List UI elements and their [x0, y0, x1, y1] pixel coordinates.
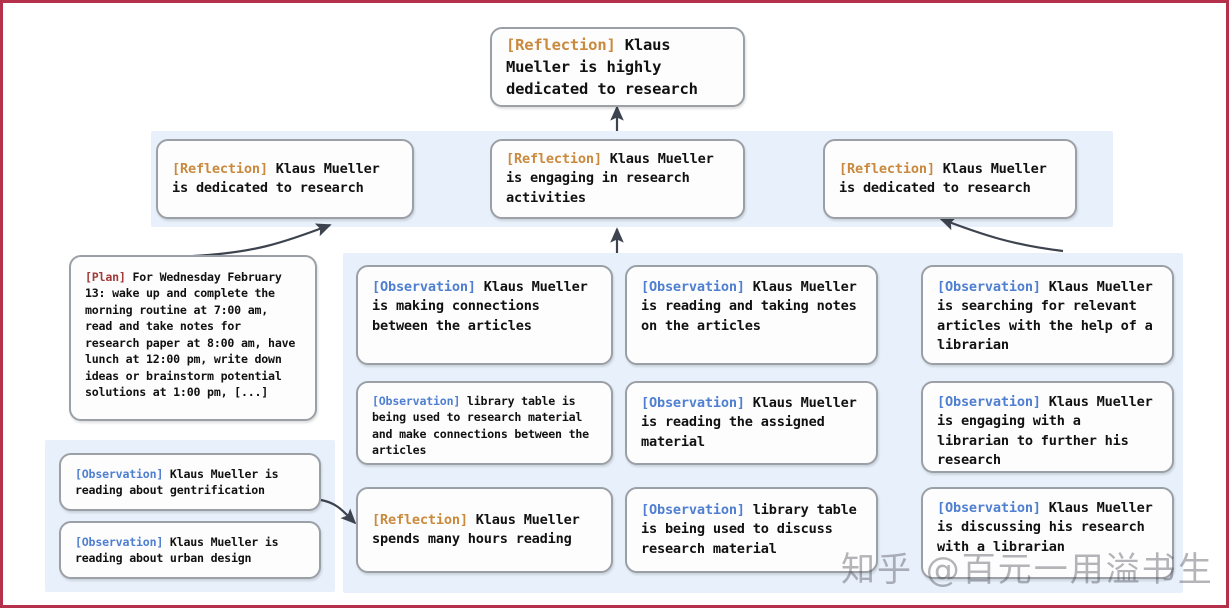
node-body: Klaus Mueller spends many hours reading	[372, 511, 580, 547]
node-col3-observation-3[interactable]: [Observation] Klaus Mueller is discussin…	[921, 487, 1174, 579]
node-text: [Observation] Klaus Mueller is reading a…	[641, 278, 862, 336]
node-body: Klaus Mueller is engaging in research ac…	[506, 151, 714, 206]
node-body: library table is being used to research …	[372, 394, 589, 458]
observation-tag: [Observation]	[372, 394, 461, 408]
reflection-tag: [Reflection]	[506, 36, 616, 54]
node-body: Klaus Mueller is dedicated to research	[839, 160, 1047, 196]
node-text: [Reflection] Klaus Mueller is dedicated …	[172, 160, 398, 199]
node-text: [Observation] library table is being use…	[372, 393, 597, 459]
node-col2-observation-3[interactable]: [Observation] library table is being use…	[625, 487, 878, 573]
node-text: [Observation] Klaus Mueller is making co…	[372, 278, 597, 336]
node-body: Klaus Mueller is engaging with a librari…	[937, 394, 1153, 468]
node-reflection-1[interactable]: [Reflection] Klaus Mueller is dedicated …	[156, 139, 414, 219]
node-reflection-2[interactable]: [Reflection] Klaus Mueller is engaging i…	[490, 139, 745, 219]
node-text: [Reflection] Klaus Mueller spends many h…	[372, 511, 597, 550]
observation-tag: [Observation]	[641, 395, 745, 412]
observation-tag: [Observation]	[75, 534, 164, 549]
node-body: Klaus Mueller is reading the assigned ma…	[641, 395, 857, 450]
node-left-observation-2[interactable]: [Observation] Klaus Mueller is reading a…	[59, 521, 321, 579]
node-body: For Wednesday February 13: wake up and c…	[85, 270, 296, 400]
node-body: Klaus Mueller is reading and taking note…	[641, 279, 857, 334]
node-text: [Observation] library table is being use…	[641, 501, 862, 559]
node-body: Klaus Mueller is highly dedicated to res…	[506, 36, 698, 98]
node-left-observation-1[interactable]: [Observation] Klaus Mueller is reading a…	[59, 453, 321, 511]
node-body: Klaus Mueller is reading about urban des…	[75, 534, 279, 565]
node-col2-observation-1[interactable]: [Observation] Klaus Mueller is reading a…	[625, 265, 878, 365]
node-text: [Observation] Klaus Mueller is reading t…	[641, 394, 862, 452]
node-text: [Plan] For Wednesday February 13: wake u…	[85, 269, 301, 401]
reflection-tag: [Reflection]	[372, 511, 468, 528]
node-body: Klaus Mueller is searching for relevant …	[937, 279, 1153, 353]
node-col2-observation-2[interactable]: [Observation] Klaus Mueller is reading t…	[625, 381, 878, 465]
observation-tag: [Observation]	[641, 502, 745, 519]
node-text: [Observation] Klaus Mueller is searching…	[937, 278, 1158, 355]
node-plan[interactable]: [Plan] For Wednesday February 13: wake u…	[69, 255, 317, 421]
node-text: [Reflection] Klaus Mueller is dedicated …	[839, 160, 1061, 199]
watermark: 知乎 @百元一用溢书生	[841, 550, 1214, 590]
node-text: [Reflection] Klaus Mueller is highly ded…	[506, 34, 729, 100]
node-text: [Observation] Klaus Mueller is engaging …	[937, 393, 1158, 470]
node-text: [Observation] Klaus Mueller is reading a…	[75, 466, 305, 499]
node-text: [Observation] Klaus Mueller is reading a…	[75, 534, 305, 567]
observation-tag: [Observation]	[641, 279, 745, 295]
node-col1-reflection[interactable]: [Reflection] Klaus Mueller spends many h…	[356, 487, 613, 573]
node-col1-observation-2[interactable]: [Observation] library table is being use…	[356, 381, 613, 465]
observation-tag: [Observation]	[937, 500, 1041, 516]
observation-tag: [Observation]	[937, 279, 1041, 295]
node-root-reflection[interactable]: [Reflection] Klaus Mueller is highly ded…	[490, 27, 745, 107]
reflection-tag: [Reflection]	[172, 160, 268, 177]
node-text: [Observation] Klaus Mueller is discussin…	[937, 499, 1158, 557]
node-body: Klaus Mueller is dedicated to research	[172, 160, 380, 196]
plan-tag: [Plan]	[85, 270, 126, 284]
node-body: Klaus Mueller is reading about gentrific…	[75, 466, 279, 497]
observation-tag: [Observation]	[937, 394, 1041, 410]
reflection-tag: [Reflection]	[506, 151, 602, 168]
node-col3-observation-1[interactable]: [Observation] Klaus Mueller is searching…	[921, 265, 1174, 365]
node-reflection-3[interactable]: [Reflection] Klaus Mueller is dedicated …	[823, 139, 1077, 219]
node-body: Klaus Mueller is making connections betw…	[372, 279, 588, 334]
node-col1-observation-1[interactable]: [Observation] Klaus Mueller is making co…	[356, 265, 613, 365]
observation-tag: [Observation]	[372, 279, 476, 295]
node-body: Klaus Mueller is discussing his research…	[937, 500, 1153, 555]
node-body: library table is being used to discuss r…	[641, 502, 857, 557]
node-col3-observation-2[interactable]: [Observation] Klaus Mueller is engaging …	[921, 381, 1174, 473]
reflection-tag: [Reflection]	[839, 160, 935, 177]
node-text: [Reflection] Klaus Mueller is engaging i…	[506, 150, 729, 208]
observation-tag: [Observation]	[75, 466, 164, 481]
